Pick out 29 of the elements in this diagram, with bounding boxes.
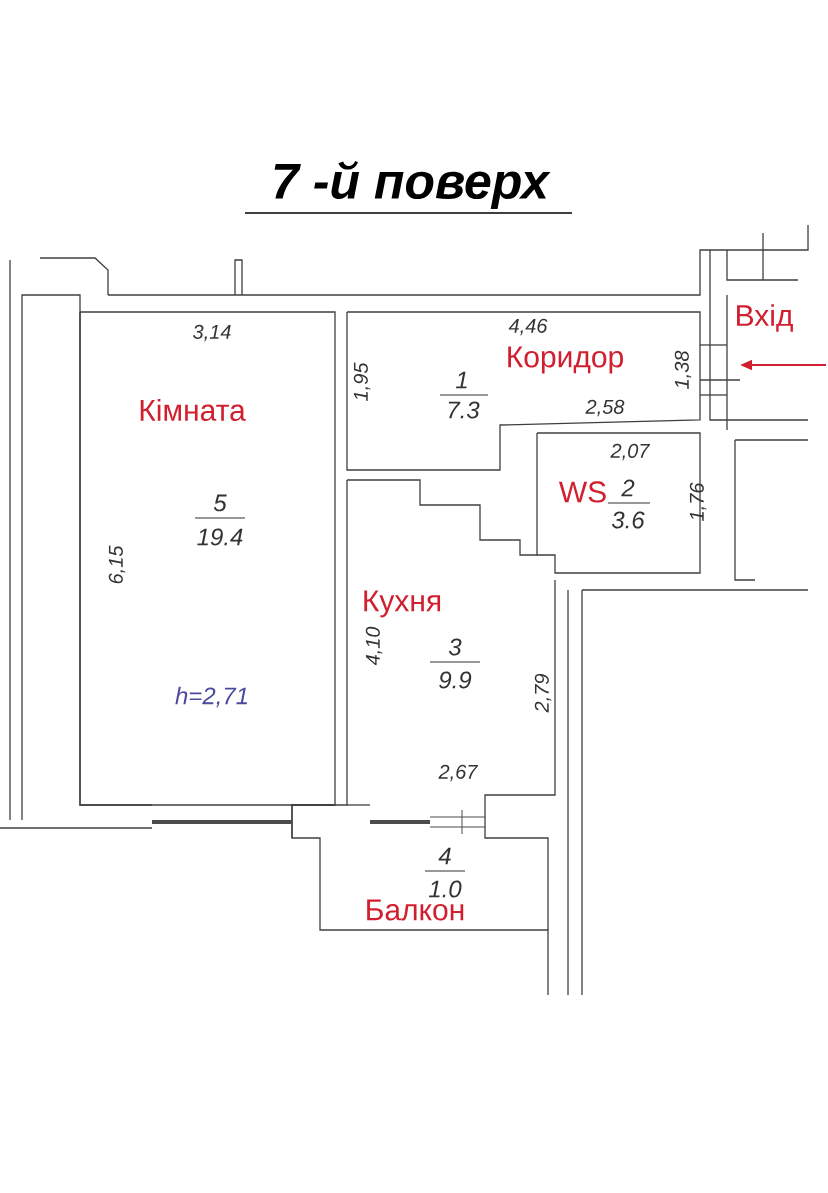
room-area: 3.6: [611, 511, 645, 529]
room-name: Балкон: [367, 899, 464, 921]
room-number: 2: [621, 479, 635, 497]
dimension-text: 1,38: [674, 350, 692, 389]
height-text: h=2,71: [175, 686, 247, 708]
room-area: 7.3: [448, 401, 480, 419]
room-area: 19.4: [197, 528, 243, 546]
room-number: 3: [448, 638, 462, 656]
dimension-text: 2,67: [438, 764, 479, 782]
title: 7 -й поверх: [274, 161, 551, 209]
room-area: 1.0: [428, 880, 462, 898]
room-name: Кухня: [364, 590, 441, 618]
dimension-text: 4,10: [365, 626, 383, 666]
room-name: Коридор: [508, 346, 623, 374]
room-name: Кімната: [140, 398, 246, 421]
room-number: 1: [455, 371, 467, 389]
dimension-text: 2,58: [585, 399, 625, 417]
room-name: Вхід: [737, 304, 793, 332]
dimension-text: 1,76: [689, 482, 707, 521]
dimension-text: 4,46: [508, 318, 548, 336]
dimension-text: 1,95: [353, 362, 371, 401]
dimension-text: 2,07: [610, 443, 651, 461]
dimension-text: 3,14: [193, 324, 231, 342]
room-area: 9.9: [439, 671, 472, 689]
dimension-text: 2,79: [534, 673, 552, 713]
room-number: 5: [213, 494, 227, 512]
room-number: 4: [438, 847, 451, 865]
dimension-text: 6,15: [108, 545, 126, 584]
room-name: WS: [558, 481, 606, 503]
